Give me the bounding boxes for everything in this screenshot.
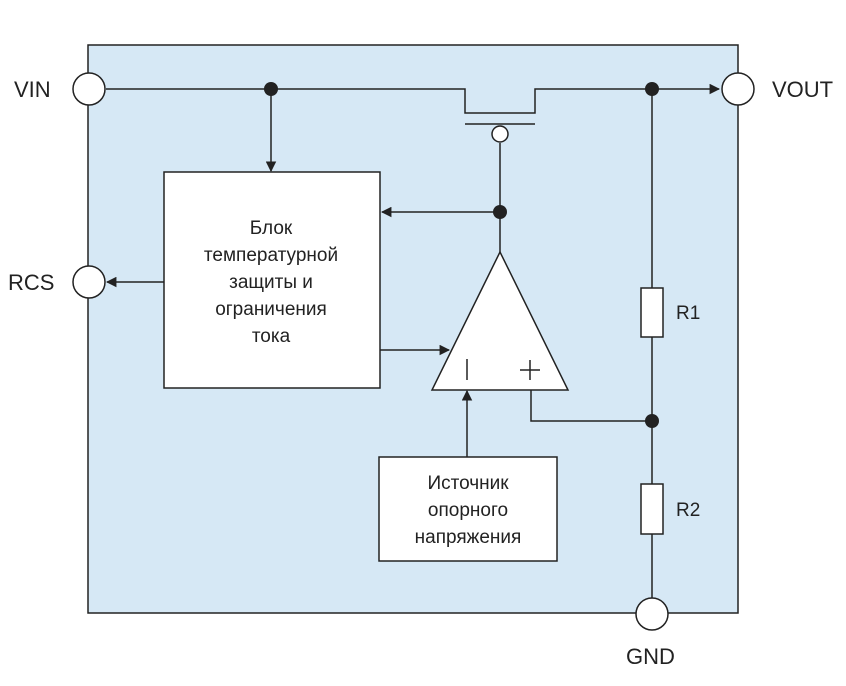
feedback-line: [530, 390, 652, 422]
protection-block: [163, 171, 381, 389]
pin-label-gnd: GND: [626, 644, 675, 669]
opamp-triangle: [430, 250, 570, 391]
resistor-label-r2: R2: [676, 500, 700, 521]
junction-dot-vout: [645, 82, 659, 96]
protection-block-line-2: температурной: [204, 245, 338, 266]
protection-block-line-3: защиты и: [229, 272, 313, 293]
protection-block-line-5: тока: [252, 326, 291, 347]
gate-bubble: [491, 125, 509, 143]
reference-block-line-3: напряжения: [415, 527, 522, 548]
junction-dot-gate: [493, 205, 507, 219]
reference-block-line-1: Источник: [427, 473, 509, 494]
resistor-r1: [640, 287, 664, 338]
vin-rail: [106, 88, 652, 114]
pin-rcs: [72, 265, 106, 299]
protection-block-line-1: Блок: [250, 218, 293, 239]
pin-label-rcs: RCS: [8, 270, 54, 295]
pin-label-vin: VIN: [14, 77, 51, 102]
junction-dot-vin: [264, 82, 278, 96]
pin-vout: [721, 72, 755, 106]
reference-block-line-2: опорного: [428, 500, 508, 521]
pin-vin: [72, 72, 106, 106]
reference-block: [378, 456, 558, 562]
pin-gnd: [635, 597, 669, 631]
resistor-label-r1: R1: [676, 303, 700, 324]
resistor-r2: [640, 483, 664, 535]
pin-label-vout: VOUT: [772, 77, 833, 102]
junction-dot-divider: [645, 414, 659, 428]
protection-block-line-4: ограничения: [215, 299, 327, 320]
